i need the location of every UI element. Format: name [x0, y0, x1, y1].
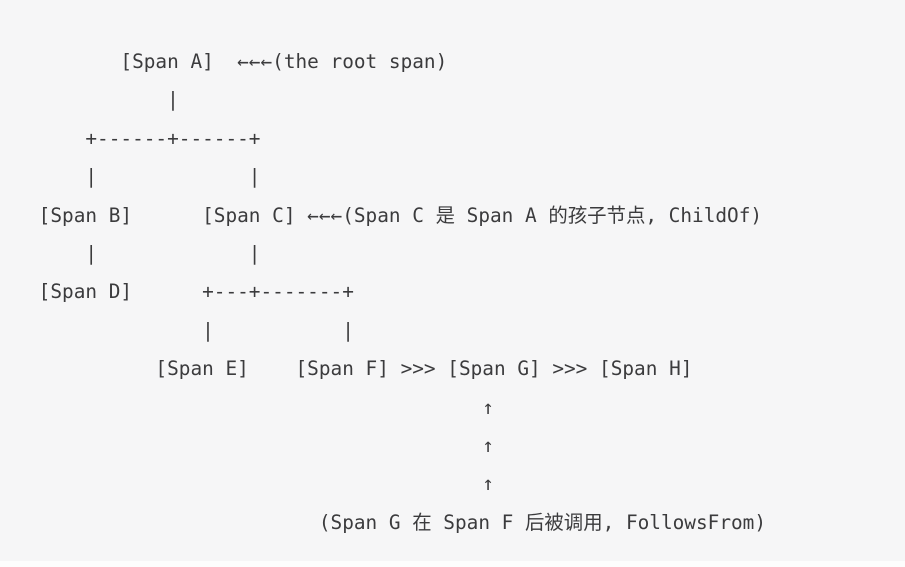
span-tree-ascii-diagram: [Span A] ←←←(the root span) | +------+--…: [38, 50, 767, 534]
